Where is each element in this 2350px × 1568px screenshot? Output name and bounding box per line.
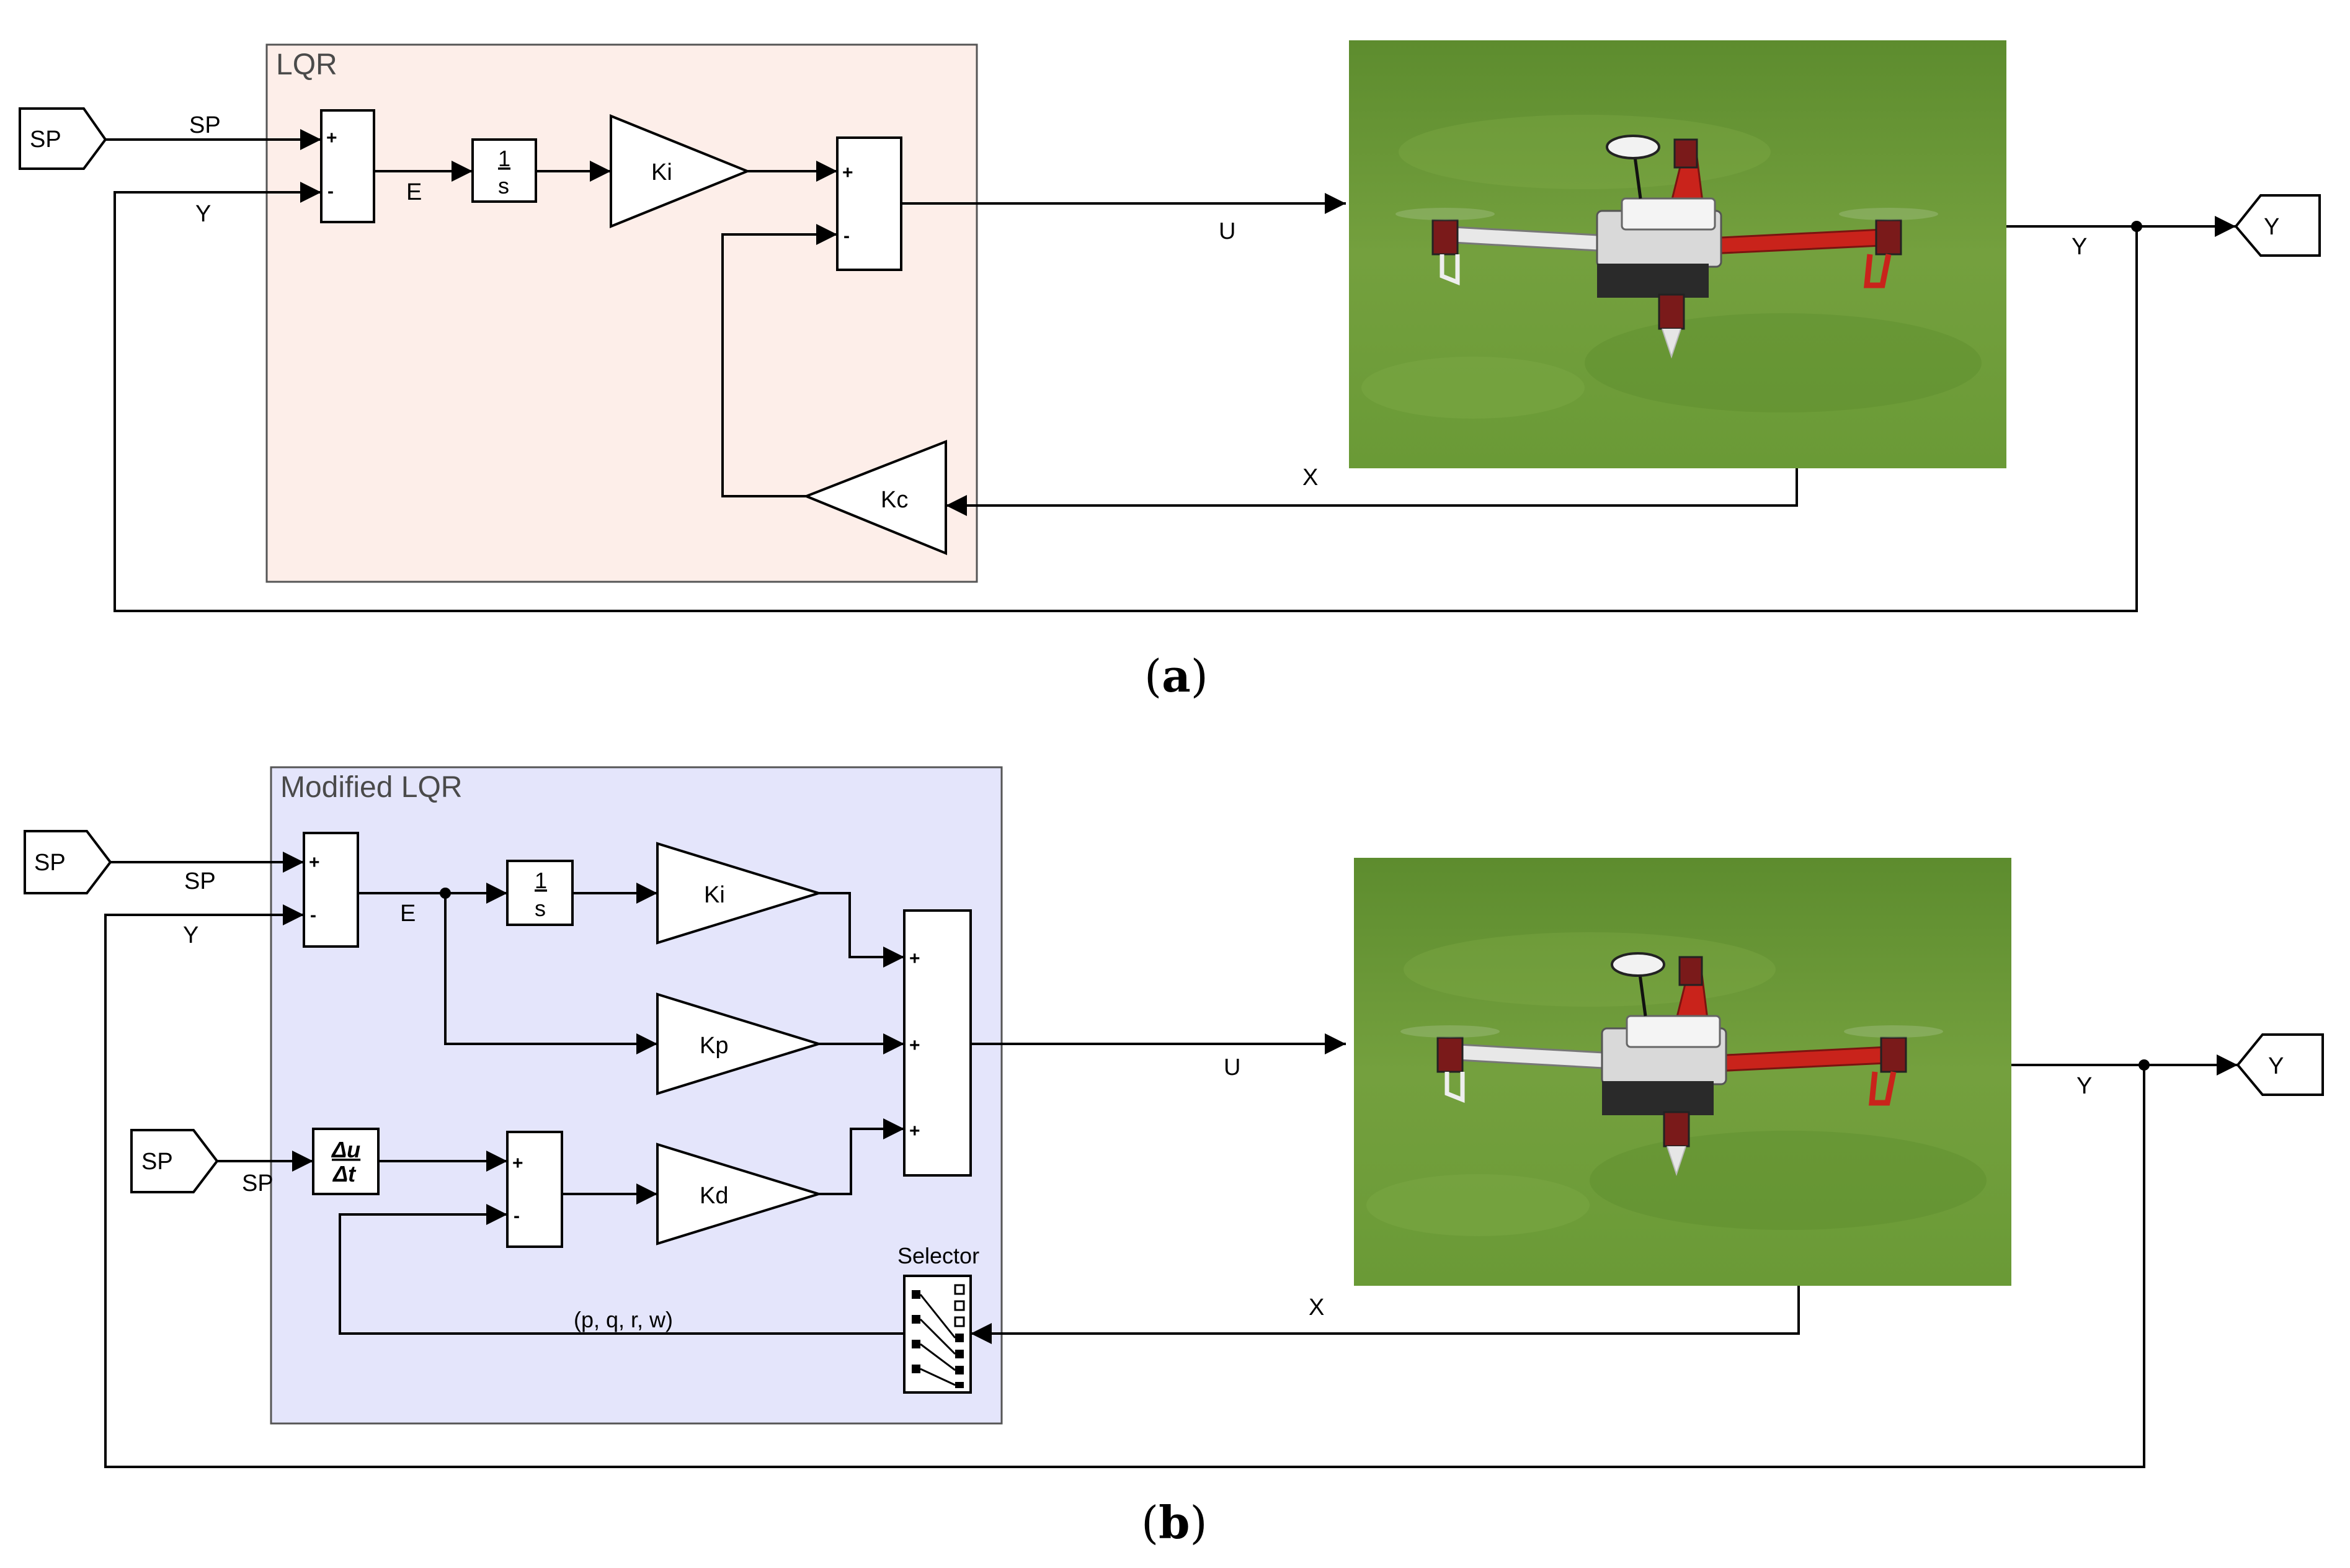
panel-b: Modified LQR SP + - SP Y E 1 s Ki Kp xyxy=(24,766,2324,1549)
svg-text:SP: SP xyxy=(141,1149,173,1175)
y-output-label: Y xyxy=(2072,234,2087,260)
sum-block-output xyxy=(903,909,972,1177)
sp-input-port xyxy=(19,107,107,170)
svg-text:-: - xyxy=(843,226,850,246)
y-output-port-b xyxy=(2236,1033,2324,1096)
y-feedback-label: Y xyxy=(195,201,211,227)
svg-text:Kd: Kd xyxy=(700,1183,728,1209)
caption-b: (b) xyxy=(1141,1496,1208,1549)
x-signal-label: X xyxy=(1302,465,1318,491)
sp-input-port-b xyxy=(24,830,112,894)
svg-text:-: - xyxy=(514,1206,520,1226)
svg-text:+: + xyxy=(309,852,320,873)
svg-text:s: s xyxy=(535,896,546,921)
svg-text:s: s xyxy=(498,173,509,198)
svg-text:Y: Y xyxy=(2264,214,2279,240)
panel-a: LQR SP + - SP Y E 1 s Ki + - U xyxy=(19,40,2321,702)
svg-text:1: 1 xyxy=(535,868,547,893)
svg-text:E: E xyxy=(400,901,416,927)
sp-signal-label: SP xyxy=(189,112,221,138)
gain-ki xyxy=(610,114,751,228)
sum-block-error-b xyxy=(303,832,359,948)
u-signal-label: U xyxy=(1219,218,1235,244)
svg-text:Ki: Ki xyxy=(704,882,725,908)
gain-kd xyxy=(656,1143,823,1245)
gain-kp xyxy=(656,992,823,1095)
sum-block-control xyxy=(836,136,902,271)
lqr-title: LQR xyxy=(276,48,337,81)
svg-text:+: + xyxy=(909,1035,920,1056)
svg-text:+: + xyxy=(326,128,337,148)
caption-a: (a) xyxy=(1144,649,1208,702)
svg-text:+: + xyxy=(909,948,920,969)
selector-label: Selector xyxy=(897,1243,979,1268)
quadcopter-photo-icon xyxy=(1349,40,2006,468)
svg-text:Kc: Kc xyxy=(881,487,908,513)
modified-lqr-title: Modified LQR xyxy=(280,771,462,804)
svg-text:Δu: Δu xyxy=(331,1137,360,1162)
svg-text:X: X xyxy=(1309,1294,1324,1321)
selector-switch-icon xyxy=(903,1275,972,1394)
svg-text:+: + xyxy=(909,1121,920,1141)
sum-block-derivative xyxy=(506,1131,563,1248)
svg-text:Y: Y xyxy=(2268,1053,2284,1079)
svg-text:+: + xyxy=(842,163,853,183)
svg-text:Kp: Kp xyxy=(700,1033,728,1059)
svg-text:Ki: Ki xyxy=(651,159,672,185)
sum-block-error xyxy=(320,109,375,223)
svg-text:U: U xyxy=(1224,1054,1240,1080)
svg-text:Y: Y xyxy=(183,922,198,948)
svg-text:SP: SP xyxy=(184,868,216,894)
svg-text:1: 1 xyxy=(498,146,510,171)
sp-input-port-2 xyxy=(130,1129,219,1193)
sp-port-label: SP xyxy=(30,127,61,153)
y-output-port xyxy=(2234,194,2321,257)
state-vector-label: (p, q, r, w) xyxy=(574,1307,673,1332)
svg-text:SP: SP xyxy=(242,1170,274,1196)
svg-text:Y: Y xyxy=(2076,1073,2092,1099)
gain-ki-b xyxy=(656,842,823,945)
svg-text:-: - xyxy=(310,905,316,925)
svg-text:+: + xyxy=(512,1153,523,1174)
gain-kc xyxy=(803,440,947,555)
integrator-block-b xyxy=(506,860,574,926)
svg-text:Δt: Δt xyxy=(332,1161,357,1187)
error-signal-label: E xyxy=(406,179,422,205)
quadcopter-photo-icon-b xyxy=(1354,858,2011,1286)
svg-text:SP: SP xyxy=(34,850,66,876)
svg-text:-: - xyxy=(327,181,334,202)
modified-lqr-subsystem xyxy=(270,766,1003,1425)
